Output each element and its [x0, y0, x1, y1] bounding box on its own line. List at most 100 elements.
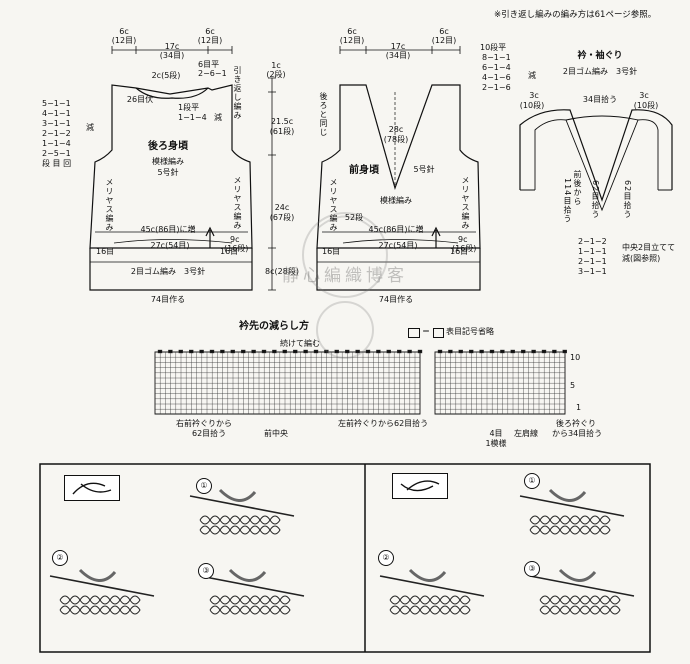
- height-top: 1c: [271, 61, 281, 70]
- bind-off-mark: [188, 349, 194, 354]
- knitting-needle: [529, 575, 635, 597]
- front-width-27: 27c(54目): [378, 241, 418, 250]
- bind-off-mark: [521, 349, 526, 354]
- back-armhole-dec: 減: [86, 123, 94, 132]
- chart-row-10: 10: [570, 353, 581, 362]
- stitch-loop: [449, 605, 461, 615]
- chart-rep-4b: 1模様: [485, 439, 507, 448]
- collar-dec-item: 2−1−2: [578, 237, 607, 246]
- stitch-loop: [119, 605, 131, 615]
- front-pattern: 模様編み: [380, 196, 412, 205]
- collar-pickup-114: 114目拾う: [563, 178, 572, 224]
- bind-off-mark: [334, 349, 339, 354]
- bind-off-mark: [365, 349, 371, 354]
- stitch-loop: [99, 605, 111, 615]
- stitch-loop: [229, 605, 241, 615]
- stitch-loop: [589, 525, 601, 535]
- stitch-loop: [549, 605, 561, 615]
- stitch-loop: [579, 515, 591, 525]
- front-neck-rows: 10段平: [480, 43, 507, 52]
- bind-off-mark: [355, 349, 360, 354]
- stitch-loop: [579, 525, 591, 535]
- front-rib-9c-rows: (16段): [452, 244, 477, 253]
- chart-title: 衿先の減らし方: [239, 321, 309, 332]
- armhole-dec-item: 2−5−1: [42, 149, 71, 158]
- neck-dec-item: 6−1−4: [482, 63, 511, 72]
- step-3-left: ③: [198, 563, 214, 579]
- neck-dec-item: 2−1−6: [482, 83, 511, 92]
- stitch-loop: [99, 595, 111, 605]
- back-cast-on: 74目作る: [150, 295, 186, 304]
- bind-off-mark: [178, 349, 184, 354]
- yarn-strand: [548, 488, 587, 502]
- stitch-loop: [609, 595, 621, 605]
- stitch-loop: [449, 595, 461, 605]
- stitch-loop: [79, 605, 91, 615]
- front-width: 45c(86目)に増: [368, 225, 424, 234]
- stitch-loop: [249, 515, 261, 525]
- stitch-loop: [569, 515, 581, 525]
- chart-grid: [154, 349, 567, 414]
- armhole-dec-item: 2−1−2: [42, 129, 71, 138]
- stitch-loop: [239, 525, 251, 535]
- front-neck-dec: 減: [528, 71, 536, 80]
- legend-eq: ＝: [422, 327, 430, 336]
- collar-dec-item: 2−1−1: [578, 257, 607, 266]
- front-side: メリヤス編み: [329, 178, 338, 232]
- bind-off-mark: [168, 349, 173, 354]
- stitch-loop: [89, 595, 101, 605]
- stitch-loop: [219, 525, 231, 535]
- stitch-loop: [269, 525, 281, 535]
- back-title: 後ろ身頃: [148, 141, 188, 152]
- front-side-r: メリヤス編み: [461, 176, 470, 230]
- bind-off-mark: [345, 349, 350, 354]
- back-dim-shoulder-l-rows: (12目): [111, 36, 137, 45]
- chart-knit-continue: 続けて編む: [280, 339, 320, 348]
- stitch-loop: [599, 605, 611, 615]
- stitch-illustrations: [49, 488, 635, 615]
- collar-title: 衿・袖ぐり: [577, 51, 623, 61]
- stitch-loop: [579, 595, 591, 605]
- stitch-loop: [559, 515, 571, 525]
- legend-box-2: [433, 328, 444, 338]
- back-body-outline: [89, 84, 253, 249]
- knitting-needle: [519, 495, 625, 517]
- front-body-outline: [316, 84, 481, 249]
- knitting-needle: [379, 575, 485, 597]
- chart-rep-4: 4目: [489, 429, 503, 438]
- collar-pickup-62-l: 62目拾う: [591, 180, 600, 220]
- back-neck-depth: 2c(5段): [151, 71, 181, 80]
- knitting-needle: [189, 495, 295, 517]
- stitch-loop: [569, 595, 581, 605]
- back-dim-neck-sts: (34目): [159, 51, 185, 60]
- stitch-loop: [199, 525, 211, 535]
- stitch-loop: [569, 605, 581, 615]
- collar-left-rows: (10段): [519, 101, 545, 110]
- bind-off-mark: [437, 349, 443, 354]
- stitch-loop: [199, 515, 211, 525]
- steps-frame: [39, 463, 651, 653]
- front-cast-on: 74目作る: [378, 295, 414, 304]
- stitch-loop: [549, 525, 561, 535]
- back-neck-dec-1: 1段平: [178, 103, 200, 112]
- stitch-loop: [539, 605, 551, 615]
- height-mid: 21.5c: [270, 117, 294, 126]
- stitch-loop: [109, 605, 121, 615]
- stitch-loop: [389, 595, 401, 605]
- stitch-loop: [569, 525, 581, 535]
- height-low: 24c: [274, 203, 290, 212]
- collar-outline: [519, 109, 673, 202]
- bind-off-mark: [448, 349, 453, 354]
- front-needle: 5号針: [413, 165, 435, 174]
- back-neck-dec-2: 1−1−4: [178, 113, 207, 122]
- stitch-loop: [389, 605, 401, 615]
- watermark-drawing: [302, 212, 388, 359]
- stitch-loop: [429, 605, 441, 615]
- stitch-loop: [209, 525, 221, 535]
- stitch-loop: [229, 595, 241, 605]
- stitch-loop: [279, 605, 291, 615]
- stitch-loop: [459, 605, 471, 615]
- chart-shoulder: 左肩線: [514, 429, 538, 438]
- stitch-loop: [129, 605, 141, 615]
